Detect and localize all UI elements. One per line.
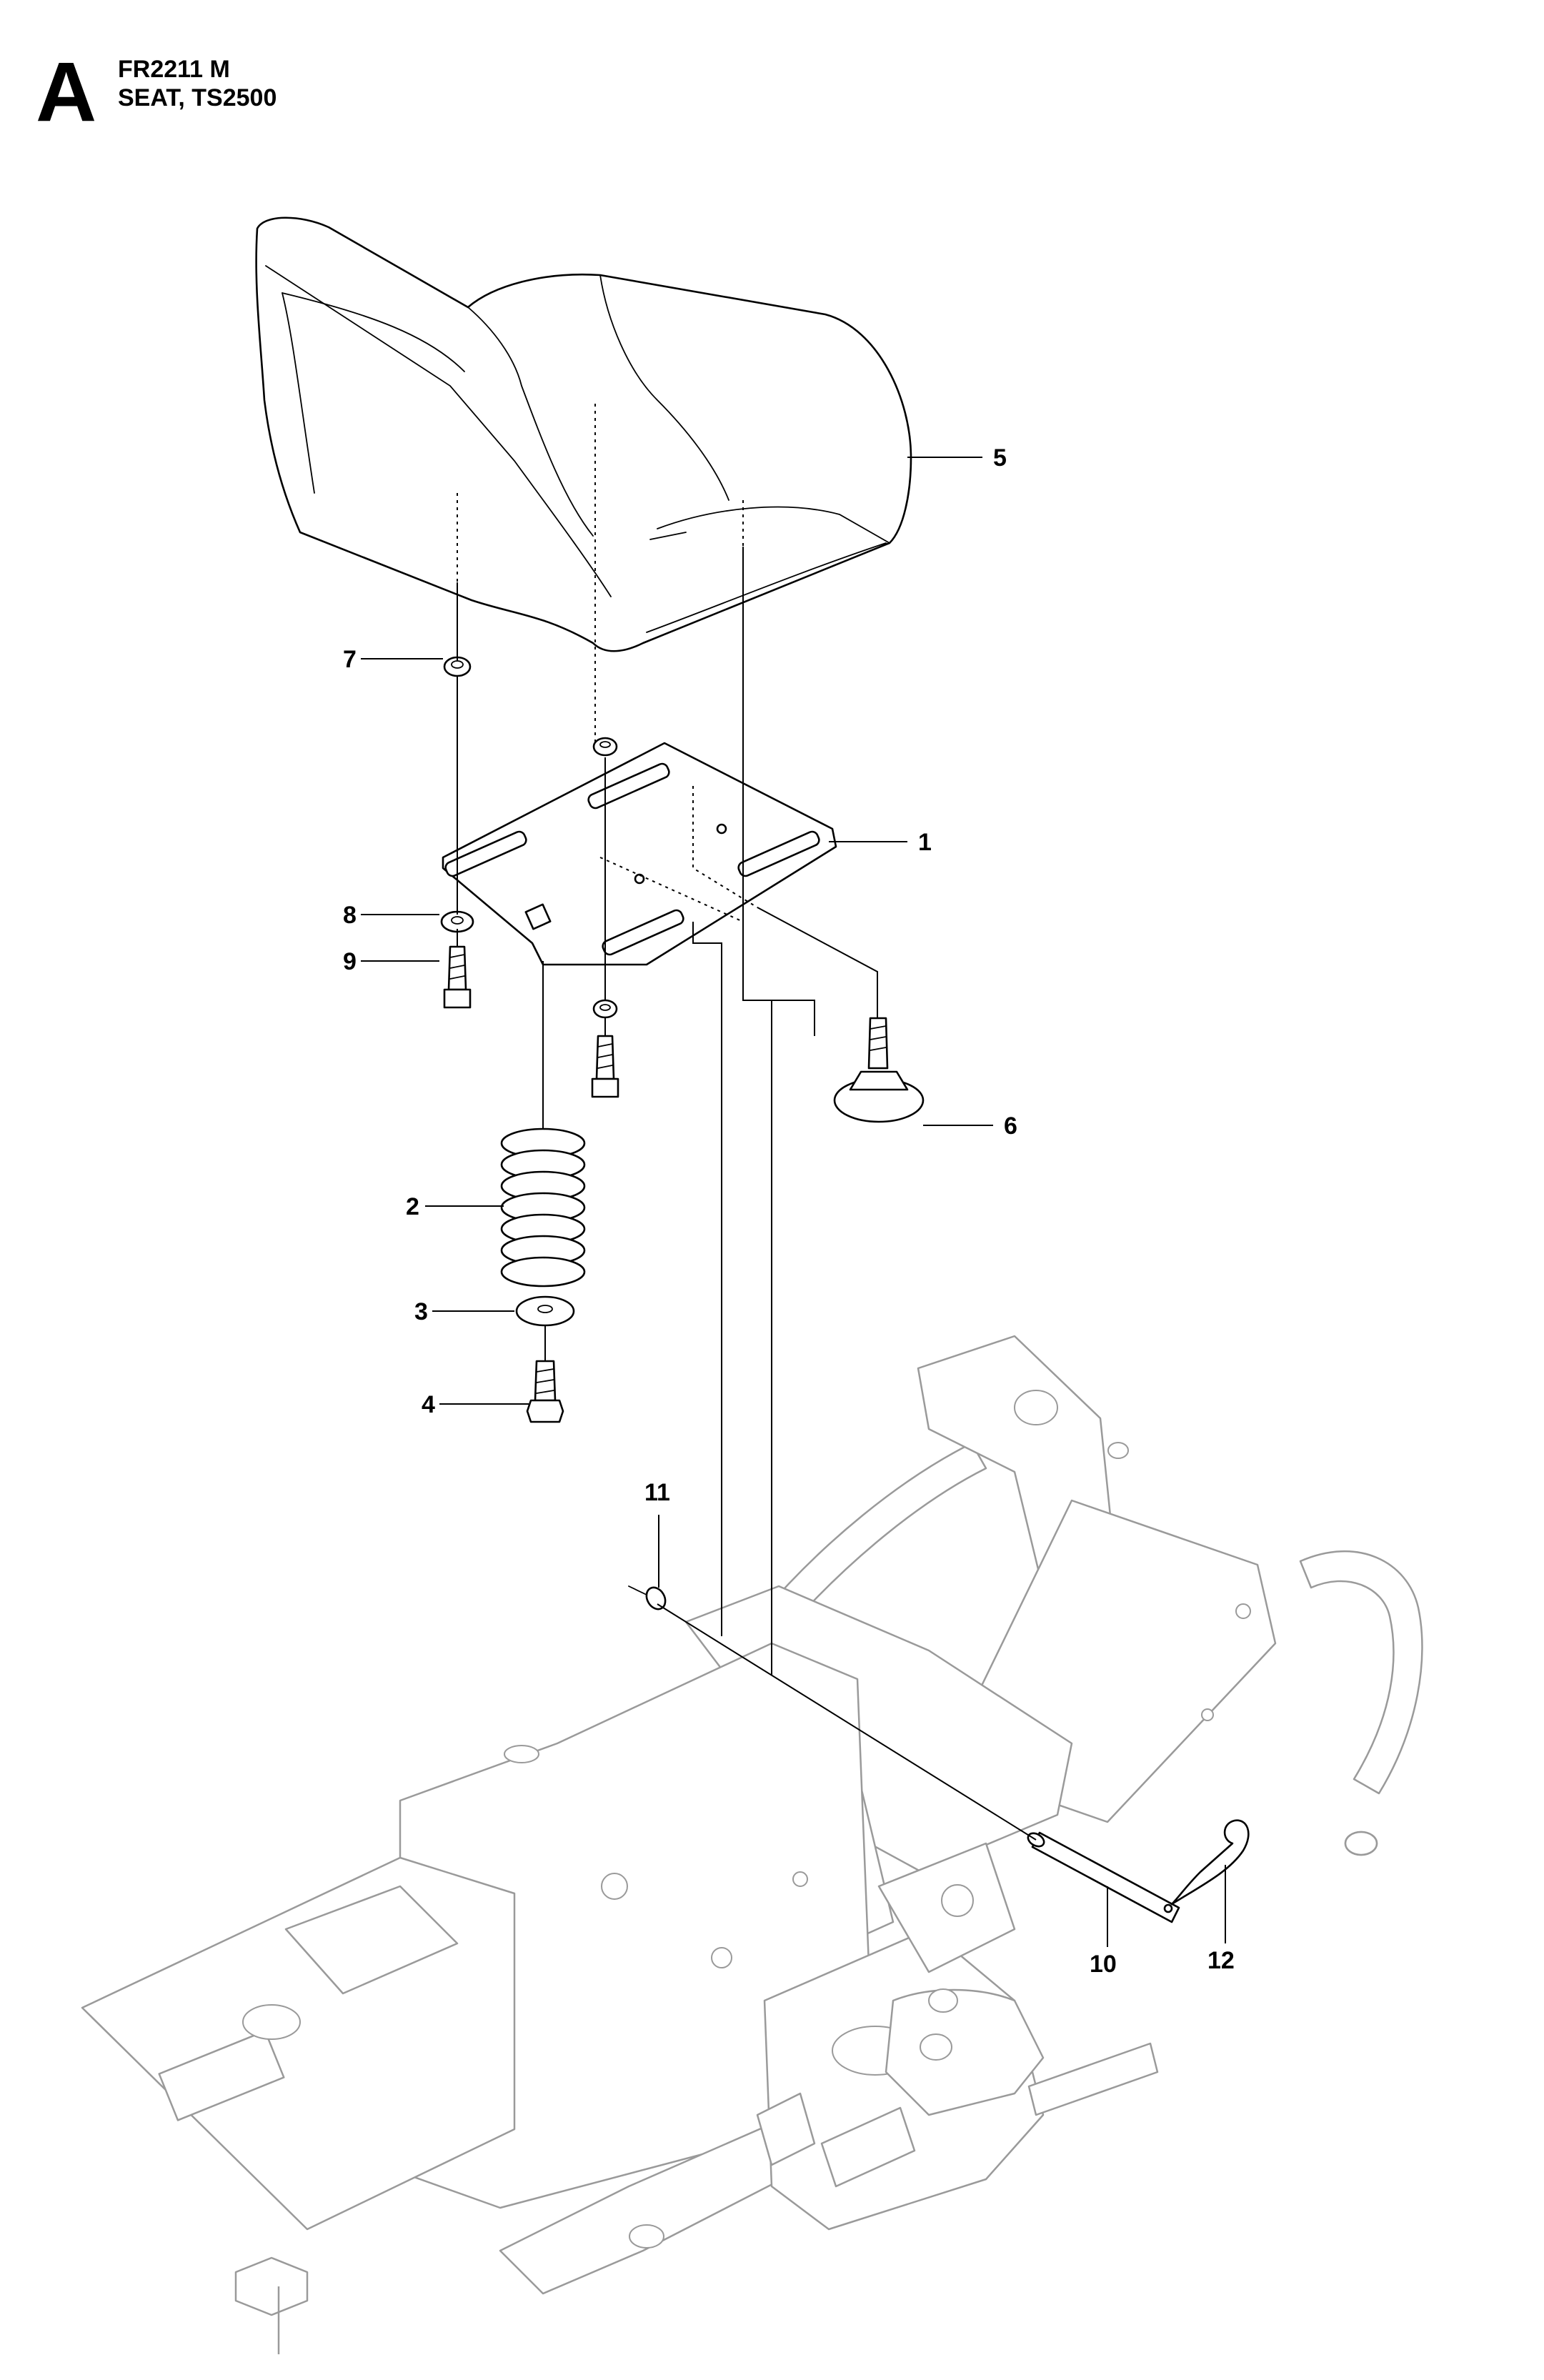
part-10-pivot-pin[interactable] bbox=[1026, 1831, 1180, 1923]
callout-11: 11 bbox=[644, 1479, 670, 1506]
callout-10: 10 bbox=[1090, 1951, 1117, 1978]
part-4-bolt[interactable] bbox=[526, 1360, 564, 1423]
part-5-seat[interactable] bbox=[255, 216, 912, 652]
part-1-seat-plate[interactable] bbox=[442, 742, 837, 966]
part-6-knob[interactable] bbox=[833, 1017, 925, 1123]
callout-labels: 5 1 7 8 9 6 2 3 4 11 10 12 bbox=[343, 444, 1235, 1978]
part-9-bolt[interactable] bbox=[443, 945, 619, 1098]
alignment-lines bbox=[457, 404, 1037, 1841]
part-12-hair-pin[interactable] bbox=[1170, 1819, 1250, 1906]
callout-1: 1 bbox=[918, 829, 932, 856]
part-7-grommet-upper-plate[interactable] bbox=[592, 737, 618, 757]
tractor-frame bbox=[81, 1335, 1423, 2354]
callout-5: 5 bbox=[993, 444, 1007, 472]
callout-4: 4 bbox=[422, 1391, 435, 1418]
callout-3: 3 bbox=[414, 1298, 428, 1325]
part-3-washer[interactable] bbox=[515, 1295, 575, 1327]
callout-7: 7 bbox=[343, 646, 357, 673]
part-11-clip-washer[interactable] bbox=[628, 1584, 669, 1613]
callout-2: 2 bbox=[406, 1193, 419, 1220]
model-number: FR2211 M bbox=[118, 56, 230, 83]
callout-leaders bbox=[361, 457, 1226, 1947]
callout-9: 9 bbox=[343, 948, 357, 975]
callout-6: 6 bbox=[1004, 1112, 1017, 1140]
part-2-spring[interactable] bbox=[500, 1127, 586, 1288]
section-letter: A bbox=[36, 45, 97, 139]
callout-8: 8 bbox=[343, 902, 357, 929]
callout-12: 12 bbox=[1207, 1947, 1235, 1974]
diagram-title: SEAT, TS2500 bbox=[118, 84, 277, 111]
